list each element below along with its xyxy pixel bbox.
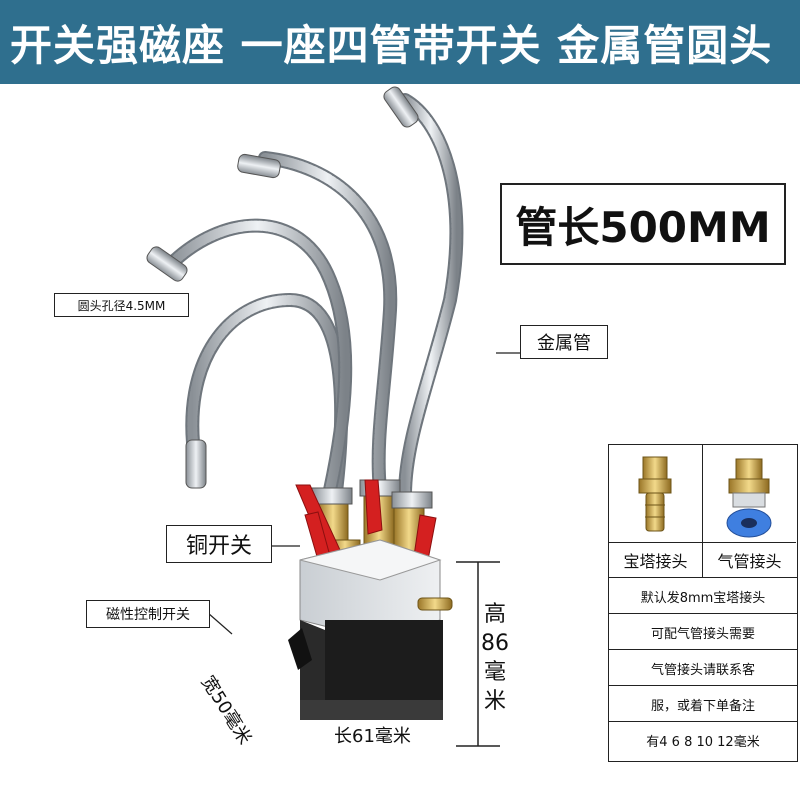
banner-title: 开关强磁座 一座四管带开关 金属管圆头 [10,20,773,70]
push-fitting-cell: 气管接头 [703,445,796,577]
note-row: 可配气管接头需要 [609,613,797,650]
nozzle-tips [146,86,419,489]
push-fitting-name: 气管接头 [703,542,796,577]
height-dimension-text: 高86毫米 [481,602,509,714]
barb-fitting-icon [638,456,672,532]
note-row: 服，或着下单备注 [609,685,797,722]
red-valve-handles [295,479,437,561]
note-row: 有4 6 8 10 12毫米 [609,721,797,758]
flex-hose [163,93,464,507]
copper-switch-label: 铜开关 [166,525,272,563]
pipe-length-label: 管长500MM [500,183,786,265]
leader-lines [207,352,520,635]
length-dimension-text: 长61毫米 [334,726,411,747]
magnetic-base [288,620,443,720]
hole-diameter-label: 圆头孔径4.5MM [54,293,189,317]
metal-pipe-label: 金属管 [520,325,608,359]
height-dimension-line [456,561,500,747]
note-row: 默认发8mm宝塔接头 [609,577,797,614]
barb-fitting-cell: 宝塔接头 [609,445,703,577]
push-fitting-icon [726,458,772,538]
manifold-block [299,539,453,641]
magnetic-switch-label: 磁性控制开关 [86,600,210,628]
fittings-row: 宝塔接头 气管接头 [609,445,797,577]
title-banner: 开关强磁座 一座四管带开关 金属管圆头 [0,0,800,84]
barb-fitting-name: 宝塔接头 [609,542,702,577]
note-row: 气管接头请联系客 [609,649,797,686]
fittings-info-table: 宝塔接头 气管接头 默认发8mm宝塔接头 可配气管接头需要 气管 [608,444,798,762]
